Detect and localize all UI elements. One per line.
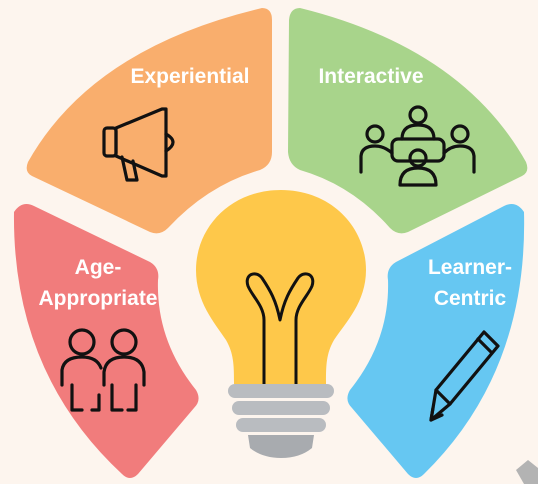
segment-age-appropriate-label-line1: Age- (75, 256, 122, 279)
segment-learner-centric: Learner- Centric (347, 204, 525, 478)
segment-experiential-label: Experiential (130, 65, 249, 88)
light-bulb-icon (196, 190, 366, 458)
segment-interactive-label: Interactive (318, 65, 423, 88)
bulb-base (228, 384, 334, 458)
segment-interactive-shape (288, 8, 528, 234)
bulb-glass (196, 190, 366, 384)
group-meeting-icon (359, 105, 476, 187)
segment-learner-centric-label-line1: Learner- (428, 256, 512, 279)
segment-learner-centric-shape (347, 204, 525, 478)
bulb-filament (245, 272, 315, 386)
megaphone-icon (102, 107, 175, 182)
segment-age-appropriate: Age- Appropriate (13, 204, 199, 478)
segment-experiential: Experiential (26, 8, 272, 234)
segment-age-appropriate-label-line2: Appropriate (38, 287, 157, 310)
corner-mark (516, 460, 538, 484)
pencil-icon (429, 330, 500, 422)
segment-learner-centric-label-line2: Centric (434, 287, 507, 310)
segment-interactive: Interactive (288, 8, 528, 234)
segment-age-appropriate-shape (13, 204, 199, 478)
segment-experiential-shape (26, 8, 272, 234)
two-people-icon (60, 328, 146, 412)
